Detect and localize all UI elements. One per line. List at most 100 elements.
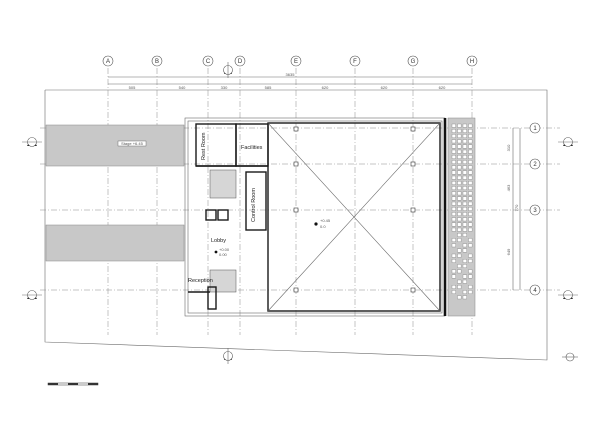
bridge-tag-box bbox=[117, 140, 147, 147]
seat bbox=[457, 264, 462, 268]
seat bbox=[457, 123, 462, 128]
scale-bar bbox=[47, 382, 99, 386]
seat bbox=[451, 269, 456, 274]
dim-cd: 330 bbox=[221, 85, 228, 90]
seat bbox=[451, 212, 456, 216]
seat bbox=[457, 285, 462, 289]
seat bbox=[462, 274, 467, 279]
seat bbox=[451, 238, 456, 242]
dim-fg: 620 bbox=[381, 85, 388, 90]
seat bbox=[462, 160, 467, 164]
seat bbox=[451, 144, 456, 149]
grid-label-4: 4 bbox=[533, 288, 537, 294]
seat bbox=[457, 160, 462, 164]
seat bbox=[462, 259, 467, 263]
seat bbox=[468, 170, 473, 175]
section-marker-icon bbox=[558, 290, 578, 300]
seat bbox=[462, 123, 467, 128]
dim-de: 585 bbox=[265, 85, 272, 90]
grid-label-E: E bbox=[294, 59, 298, 65]
column-bubbles: A B C D E F G H bbox=[102, 55, 478, 67]
seat bbox=[462, 201, 467, 206]
seat bbox=[468, 134, 473, 138]
seat bbox=[451, 290, 456, 294]
seat bbox=[457, 295, 462, 300]
seat bbox=[457, 227, 462, 232]
seat bbox=[457, 186, 462, 190]
seat bbox=[457, 191, 462, 196]
seat bbox=[457, 181, 462, 185]
dim-gh: 620 bbox=[439, 85, 446, 90]
seat bbox=[468, 227, 473, 232]
dim-23: 463 bbox=[506, 184, 511, 191]
seat bbox=[468, 217, 473, 222]
room-label-lobby: Lobby bbox=[211, 238, 226, 244]
seat bbox=[468, 191, 473, 196]
section-marker-icon bbox=[22, 137, 42, 147]
room-label-facilities: Facilities bbox=[241, 145, 263, 151]
seat bbox=[457, 233, 462, 237]
seat bbox=[468, 123, 473, 128]
dim-total: 770 bbox=[514, 204, 519, 211]
section-markers bbox=[22, 62, 578, 364]
seat bbox=[462, 139, 467, 144]
seat bbox=[457, 279, 462, 284]
seat bbox=[451, 175, 456, 180]
seat bbox=[462, 243, 467, 248]
seat bbox=[462, 175, 467, 180]
lobby-level: +0.00 bbox=[219, 247, 230, 252]
seat bbox=[457, 196, 462, 201]
seat bbox=[457, 139, 462, 144]
main-hall bbox=[267, 122, 441, 312]
seat bbox=[462, 290, 467, 294]
seat bbox=[451, 253, 456, 258]
grid-lines-vertical bbox=[107, 68, 473, 335]
grid-label-C: C bbox=[206, 59, 211, 65]
seat bbox=[462, 144, 467, 149]
seat bbox=[468, 149, 473, 154]
stair-lower bbox=[209, 269, 237, 293]
row-bubbles: 1 2 3 4 bbox=[529, 122, 541, 296]
seat bbox=[462, 191, 467, 196]
grid-label-D: D bbox=[238, 59, 243, 65]
seat bbox=[451, 222, 456, 227]
seat bbox=[468, 274, 473, 279]
seat bbox=[451, 243, 456, 248]
seat bbox=[462, 233, 467, 237]
section-marker-icon bbox=[223, 348, 233, 364]
seat bbox=[451, 274, 456, 279]
seat bbox=[468, 243, 473, 248]
lobby-level-marker: +0.00 0.00 bbox=[214, 247, 230, 257]
seat bbox=[468, 165, 473, 170]
seat bbox=[462, 186, 467, 190]
grid-label-B: B bbox=[155, 59, 159, 65]
grid-label-F: F bbox=[353, 59, 357, 65]
seat bbox=[451, 181, 456, 185]
grid-label-H: H bbox=[470, 59, 474, 65]
seat bbox=[468, 144, 473, 149]
seat bbox=[457, 134, 462, 138]
grid-label-G: G bbox=[411, 59, 416, 65]
seat bbox=[468, 222, 473, 227]
dim-ef: 620 bbox=[322, 85, 329, 90]
seat bbox=[451, 129, 456, 133]
dim-overall: 3635 bbox=[286, 72, 296, 77]
seat bbox=[462, 264, 467, 268]
dim-ab: 505 bbox=[129, 85, 136, 90]
seat bbox=[457, 155, 462, 159]
seat bbox=[451, 155, 456, 159]
site-outline bbox=[44, 89, 548, 361]
seat bbox=[468, 238, 473, 242]
seat bbox=[451, 139, 456, 144]
seat bbox=[468, 186, 473, 190]
seat bbox=[457, 165, 462, 170]
service-core bbox=[188, 123, 269, 310]
stair-upper bbox=[209, 169, 237, 199]
seat bbox=[462, 212, 467, 216]
seat bbox=[451, 217, 456, 222]
seat bbox=[468, 181, 473, 185]
room-label-control-room: Control Room bbox=[251, 188, 257, 222]
grid-label-A: A bbox=[106, 59, 110, 65]
seat bbox=[462, 295, 467, 300]
seat bbox=[451, 227, 456, 232]
